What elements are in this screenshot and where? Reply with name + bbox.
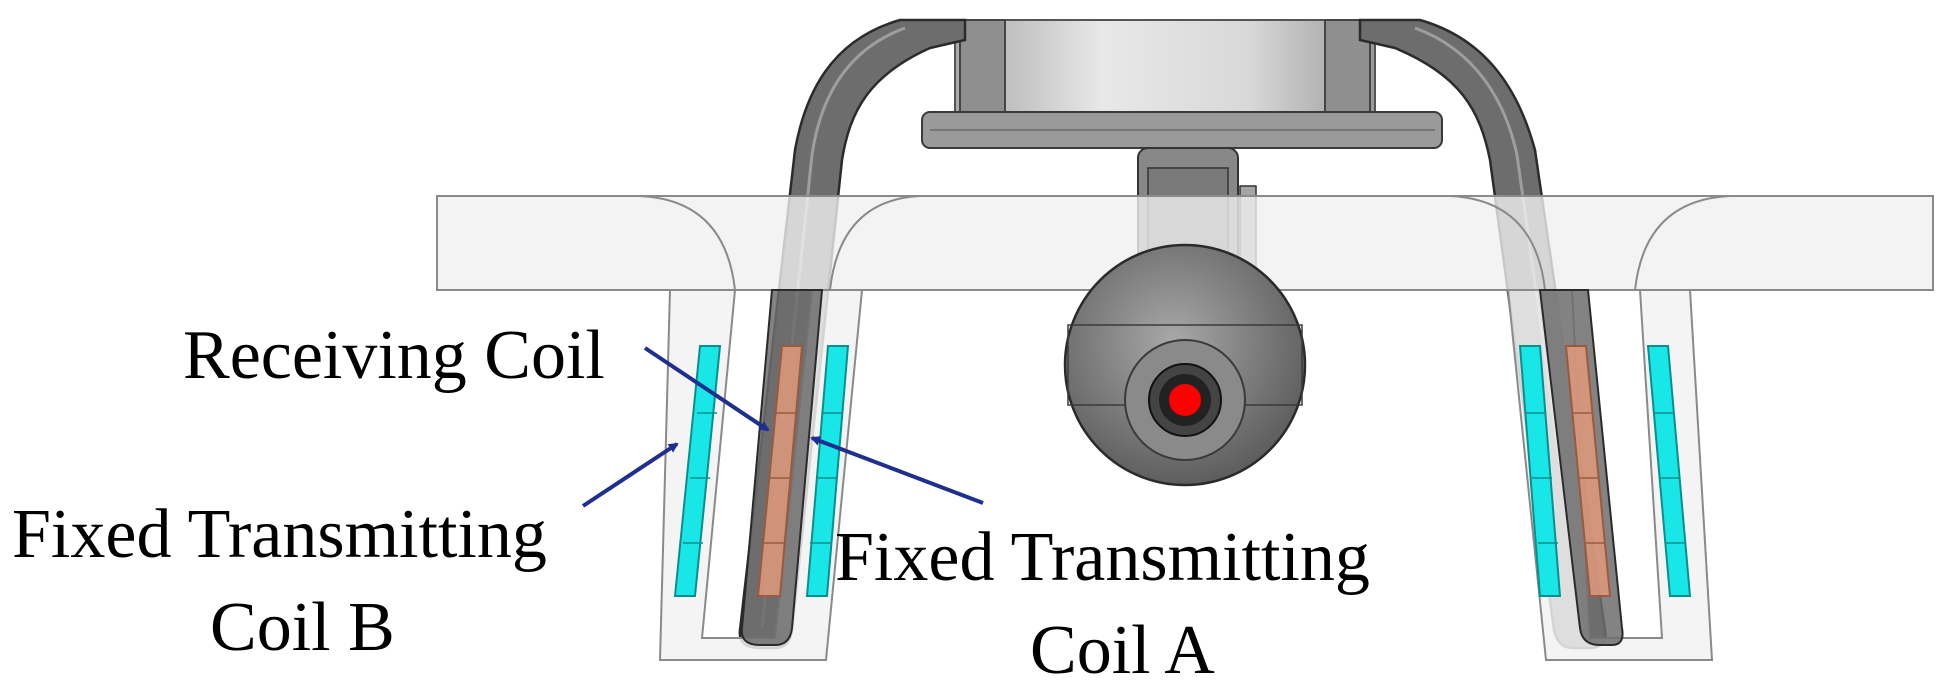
receiving-coil-right — [1564, 345, 1612, 597]
receiving-coil-label: Receiving Coil — [183, 317, 605, 394]
camera-gimbal — [1063, 243, 1307, 487]
coil-b-label-line1: Fixed Transmitting — [12, 496, 547, 573]
coils — [673, 345, 1692, 597]
transmitting-coil-b-left — [673, 345, 722, 597]
coil-a-label-line2: Coil A — [1030, 612, 1215, 689]
drone-upper-housing — [954, 19, 1376, 121]
annotation-arrows — [581, 346, 984, 508]
drone-body — [921, 19, 1443, 149]
drone-housing-left-post — [959, 19, 1006, 121]
coil-b-arrow — [581, 442, 679, 508]
coil-a-arrow — [810, 436, 984, 505]
receiving-coil-arrow — [643, 346, 770, 432]
transmitting-coil-right-outer — [1646, 345, 1692, 597]
labels: Receiving Coil Fixed Transmitting Coil B… — [12, 317, 1370, 689]
receiving-coil-left — [756, 345, 804, 597]
coil-b-label-line2: Coil B — [210, 589, 395, 666]
transmitting-coil-right-inner — [1518, 345, 1562, 597]
coil-a-label-line1: Fixed Transmitting — [835, 519, 1370, 596]
transmitting-coil-a-left — [805, 345, 850, 597]
sensor-dot — [1169, 384, 1201, 416]
